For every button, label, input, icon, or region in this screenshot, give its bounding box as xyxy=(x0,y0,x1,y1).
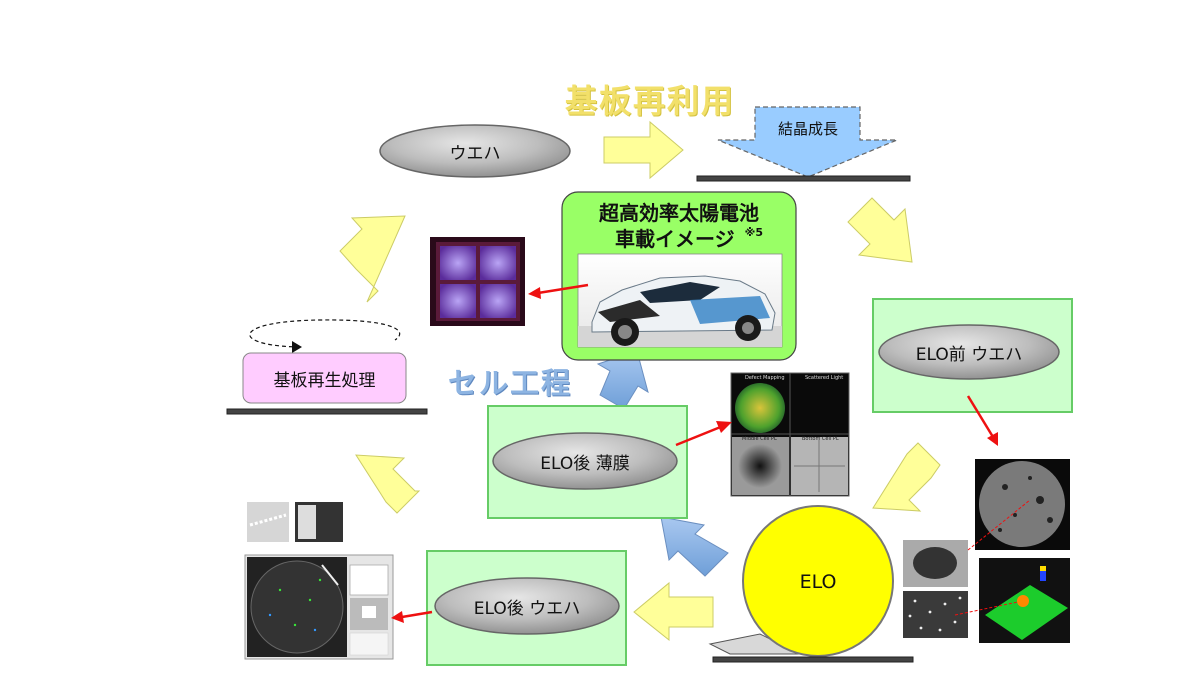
flow-arrow-up-right xyxy=(339,215,406,303)
wafer-ellipse xyxy=(379,124,571,178)
flow-arrow-right-down xyxy=(847,197,913,263)
solar-car-title-line2-wrap: 車載イメージ ※5 xyxy=(562,224,796,251)
red-arrow-car-to-cell xyxy=(528,283,589,299)
flow-arrow-left-up xyxy=(355,454,421,514)
crystal-growth-arrow xyxy=(717,106,898,178)
pre-elo-label: ELO前 ウエハ xyxy=(915,344,1023,365)
solar-car-title-line1: 超高効率太陽電池 xyxy=(599,200,759,225)
bottom-cell-pl-caption: Bottom Cell PL xyxy=(802,436,839,442)
red-arrow-pre-elo-to-wafer xyxy=(966,395,998,446)
cell-process-title: セル工程 xyxy=(448,366,573,400)
elo-substrate xyxy=(712,656,914,663)
elo-circle xyxy=(742,505,894,657)
zoom-line-2 xyxy=(954,601,1019,616)
zoom-line-1 xyxy=(967,499,1031,551)
substrate-regen-base xyxy=(226,408,428,415)
scattered-light-caption: Scattered Light xyxy=(805,375,844,381)
red-arrow-post-wafer-to-photo xyxy=(391,610,433,623)
thin-film-label: ELO後 薄膜 xyxy=(540,453,630,474)
inspection-panel xyxy=(730,372,850,497)
defect-zoom-blob xyxy=(903,540,968,587)
regen-rotation-arrow xyxy=(249,319,401,348)
flow-arrow-down-left xyxy=(872,442,941,512)
middle-cell-pl-caption: Middle Cell PL xyxy=(742,436,777,442)
wafer-top-label: ウエハ xyxy=(449,143,501,164)
solar-cell-photo xyxy=(430,237,525,326)
post-wafer-ellipse xyxy=(434,577,620,635)
post-wafer-label: ELO後 ウエハ xyxy=(473,598,581,619)
solar-car-photo xyxy=(577,253,783,348)
regen-rotation-arrowhead xyxy=(292,341,302,353)
defect-3d-map xyxy=(979,558,1070,643)
thin-film-ellipse xyxy=(492,432,678,490)
defect-mapping-caption: Defect Mapping xyxy=(745,375,785,381)
pre-elo-ellipse xyxy=(878,324,1060,380)
solar-car-note: ※5 xyxy=(744,225,763,239)
solar-car-title-line2: 車載イメージ xyxy=(615,226,735,251)
crystal-growth-label: 結晶成長 xyxy=(777,119,838,138)
elo-label: ELO xyxy=(799,571,837,593)
wafer-defect-photo xyxy=(975,459,1070,550)
flow-arrow-top xyxy=(603,120,684,180)
flow-arrow-bottom-left xyxy=(633,581,714,642)
red-arrow-thin-film-to-inspection xyxy=(675,421,732,447)
blue-arrow-to-thin-film xyxy=(660,516,729,577)
substrate-reuse-title: 基板再利用 xyxy=(565,82,736,120)
defect-zoom-particles xyxy=(903,591,968,638)
post-wafer-inspection-photo xyxy=(244,502,394,660)
crystal-growth-substrate xyxy=(696,175,911,182)
substrate-regen-label: 基板再生処理 xyxy=(273,370,376,391)
substrate-regen-box xyxy=(242,352,407,404)
